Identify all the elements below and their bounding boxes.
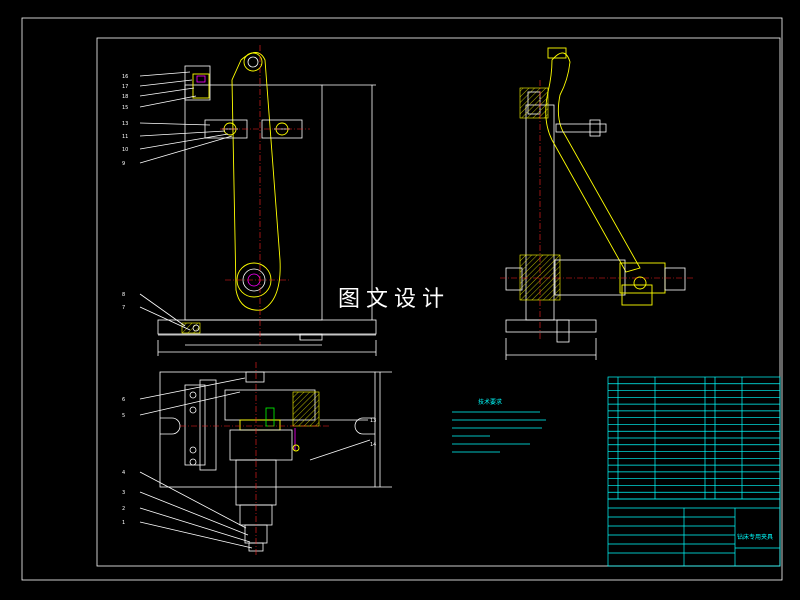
balloon-label: 10: [122, 147, 128, 153]
title-block: 钻床专用夹具: [607, 498, 781, 567]
balloon-label: 13: [370, 418, 376, 424]
balloon-label: 13: [122, 121, 128, 127]
balloon-label: 2: [122, 506, 125, 512]
balloon-label: 14: [370, 442, 376, 448]
front-leaders: 16 17 18 15 13 11 10 9 8 7: [122, 71, 233, 331]
balloon-label: 17: [122, 84, 128, 90]
balloon-label: 16: [122, 74, 128, 80]
balloon-label: 7: [122, 305, 125, 311]
front-view: [157, 45, 377, 356]
balloon-label: 4: [122, 470, 125, 476]
balloon-label: 9: [122, 161, 125, 167]
balloon-label: 18: [122, 94, 128, 100]
balloon-label: 1: [122, 520, 125, 526]
drawing-name: 钻床专用夹具: [737, 533, 773, 541]
balloon-label: 6: [122, 397, 125, 403]
balloon-label: 8: [122, 292, 125, 298]
outer-frame: [21, 17, 783, 581]
balloon-label: 5: [122, 413, 125, 419]
tech-title: 技术要求: [478, 398, 502, 406]
balloon-label: 15: [122, 105, 128, 111]
side-view: [500, 47, 695, 360]
tech-requirements: 技术要求: [452, 398, 546, 453]
plan-leaders: 6 5 4 3 2 1 13 14: [122, 377, 376, 549]
plan-view: [159, 362, 392, 555]
balloon-label: 11: [122, 134, 128, 140]
watermark-text: 图文设计: [338, 287, 450, 312]
balloon-label: 3: [122, 490, 125, 496]
inner-frame: [96, 37, 781, 567]
